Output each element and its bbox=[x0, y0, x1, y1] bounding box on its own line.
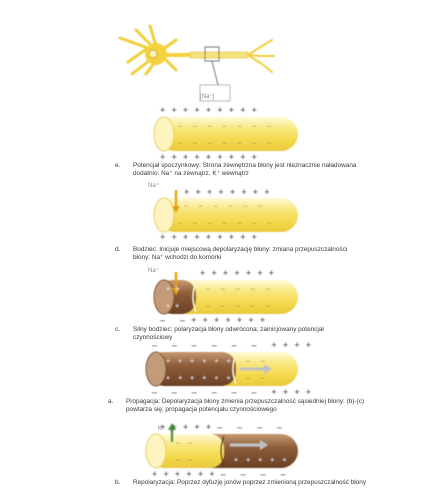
svg-text:++: ++ bbox=[166, 286, 184, 293]
axon-segment-propagation: – – – – – – ++++ ++++++ –– ++++++ –– – –… bbox=[145, 340, 317, 397]
k-ion-label: K⁺ bbox=[158, 425, 165, 432]
caption-propagation: a. Propagacja: Depolaryzacja błony zmien… bbox=[108, 398, 376, 414]
svg-text:++++++++: ++++++++ bbox=[184, 187, 276, 197]
caption-letter: d. bbox=[115, 246, 121, 253]
svg-text:– – – – – – ++++: – – – – – – ++++ bbox=[152, 340, 317, 350]
caption-letter: a. bbox=[108, 398, 114, 405]
svg-text:––: –– bbox=[176, 440, 200, 447]
na-concentration-label: [Na⁺] bbox=[200, 93, 215, 100]
caption-text: Silny bodziec: polaryzacja błony odwróco… bbox=[133, 326, 324, 341]
caption-letter: b. bbox=[115, 479, 121, 486]
svg-text:––: –– bbox=[176, 457, 200, 464]
svg-text:––––––: –––––– bbox=[184, 203, 273, 210]
caption-strong-stimulus: c. Silny bodziec: polaryzacja błony odwr… bbox=[115, 326, 353, 342]
svg-text:++++++: ++++++ bbox=[166, 375, 239, 382]
caption-text: Potencjał spoczynkowy: Strona zewnętrzna… bbox=[133, 162, 357, 177]
svg-text:+++++: +++++ bbox=[234, 457, 294, 464]
svg-text:–––––: ––––– bbox=[206, 303, 280, 310]
neuron-illustration bbox=[118, 24, 275, 102]
axon-segment-resting: +++++++++ ––––––– ––––––– +++++++++ bbox=[153, 105, 298, 162]
svg-text:––: –– bbox=[246, 358, 276, 365]
na-ion-label-stimulus: Na⁺ bbox=[148, 182, 159, 189]
svg-text:++++++– – – –: ++++++– – – – bbox=[152, 469, 292, 479]
caption-text: Bodziec: Inicjuje miejscową depolaryzacj… bbox=[133, 246, 348, 261]
caption-text: Repolaryzacja: Poprzez dyfuzję jonów pop… bbox=[133, 479, 367, 486]
axon-segment-repolarization: +++++– – – – –– +++++ –– ++++++– – – – bbox=[145, 422, 298, 479]
axon-segment-stimulus: ++++++++ –––––– ––––––– +++++++++ bbox=[153, 187, 298, 242]
svg-text:––: –– bbox=[246, 375, 276, 382]
caption-letter: c. bbox=[115, 326, 120, 333]
svg-text:–––––: ––––– bbox=[206, 286, 280, 293]
svg-text:+++++++: +++++++ bbox=[200, 268, 280, 278]
outer-charge-row: +++++++++ bbox=[160, 105, 263, 115]
svg-text:+++++++++: +++++++++ bbox=[160, 232, 263, 242]
svg-text:++: ++ bbox=[166, 303, 184, 310]
svg-text:++++++: ++++++ bbox=[166, 358, 239, 365]
svg-text:– – – – – – ++++: – – – – – – ++++ bbox=[152, 387, 317, 397]
outer-charge-row-bottom: +++++++++ bbox=[160, 152, 263, 162]
svg-text:–––––––: ––––––– bbox=[178, 220, 282, 227]
caption-repolarization: b. Repolaryzacja: Poprzez dyfuzję jonów … bbox=[115, 479, 383, 487]
caption-letter: e. bbox=[115, 162, 121, 169]
na-ion-label-strong: Na⁺ bbox=[148, 267, 159, 274]
inner-charge-row-bottom: ––––––– bbox=[178, 140, 282, 147]
svg-text:– –+++++++: – –+++++++ bbox=[160, 315, 271, 325]
inner-charge-row: ––––––– bbox=[178, 123, 282, 130]
svg-text:+++++– – – –: +++++– – – – bbox=[160, 422, 288, 432]
caption-text: Propagacja: Depolaryzacja błony zmienia … bbox=[126, 398, 364, 413]
caption-resting: e. Potencjał spoczynkowy: Strona zewnętr… bbox=[115, 162, 363, 178]
caption-stimulus: d. Bodziec: Inicjuje miejscową depolaryz… bbox=[115, 246, 353, 262]
axon-segment-strong-stimulus: +++++++ ++ ––––– ++ ––––– – –+++++++ bbox=[153, 268, 298, 325]
